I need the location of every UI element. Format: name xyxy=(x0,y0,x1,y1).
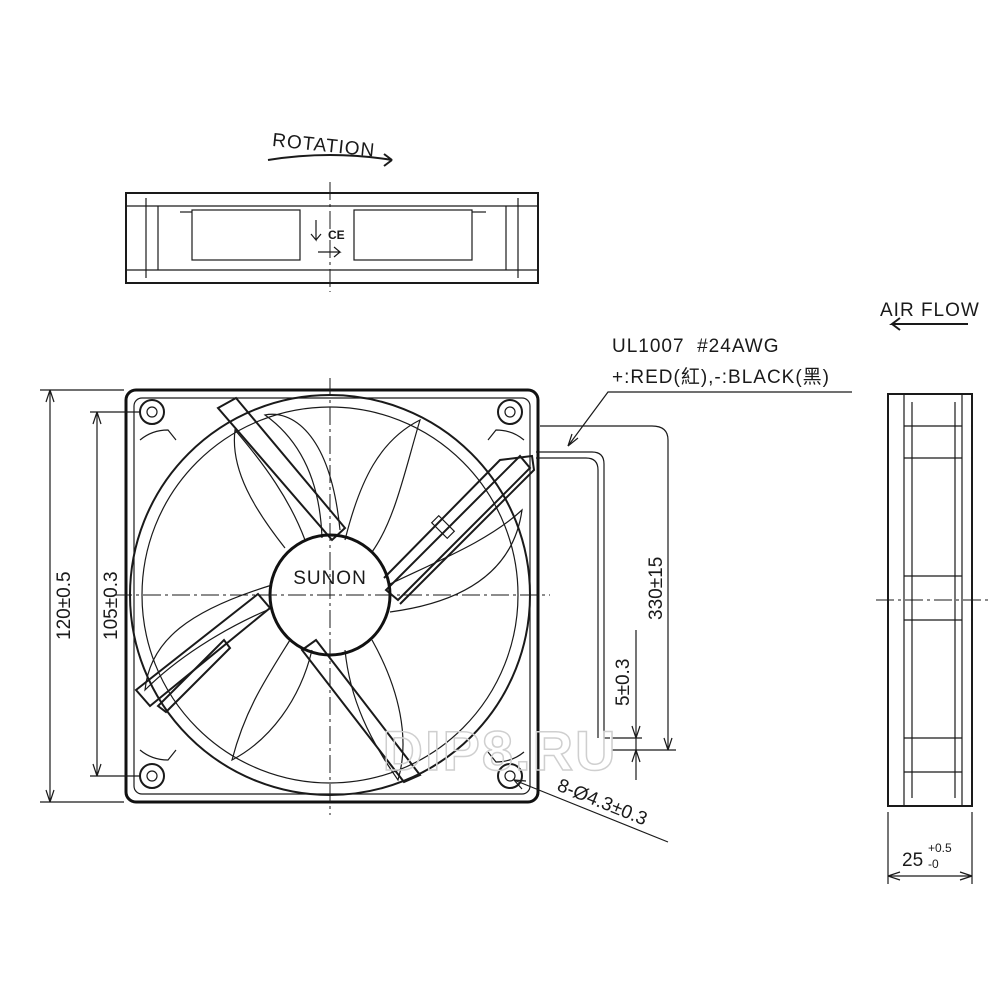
mounting-hole-icon xyxy=(497,399,523,425)
watermark: DIP8.RU xyxy=(383,719,618,782)
strip-length-label: 5±0.3 xyxy=(613,659,634,706)
air-flow-label: AIR FLOW xyxy=(880,300,980,321)
mounting-hole-icon xyxy=(139,763,165,789)
ce-mark-icon: CE xyxy=(328,228,345,242)
brand-label: SUNON xyxy=(293,568,367,589)
side-view: AIR FLOW 25 +0.5 -0 xyxy=(876,300,990,884)
front-view: SUNON xyxy=(114,378,610,815)
wire-spec-label: UL1007 #24AWG xyxy=(612,336,780,357)
wire-colors-label: +:RED(紅),-:BLACK(黑) xyxy=(612,366,830,388)
mounting-hole-icon xyxy=(139,399,165,425)
mounting-hole-icon xyxy=(497,763,523,789)
air-flow-arrow xyxy=(889,317,968,331)
struts xyxy=(134,396,536,784)
holes-leader-line xyxy=(513,779,669,843)
depth-base-label: 25 xyxy=(902,850,923,871)
top-view: ROTATION CE xyxy=(125,130,539,292)
fan-frame xyxy=(124,388,540,804)
holes-label: 8-Ø4.3±0.3 xyxy=(554,775,650,830)
depth-tol-upper-label: +0.5 xyxy=(928,841,952,855)
lead-length-label: 330±15 xyxy=(646,557,667,620)
direction-arrows-icon: CE xyxy=(310,220,345,258)
wire-leader-line xyxy=(567,391,852,447)
top-view-frame xyxy=(125,192,539,284)
lead-wires xyxy=(536,451,610,739)
overall-dimension-label: 120±0.5 xyxy=(54,571,75,640)
hole-pitch-dimension-label: 105±0.3 xyxy=(101,571,122,640)
fan-blades xyxy=(144,413,523,782)
depth-tol-lower-label: -0 xyxy=(928,857,939,871)
rotation-arrow xyxy=(267,153,393,167)
